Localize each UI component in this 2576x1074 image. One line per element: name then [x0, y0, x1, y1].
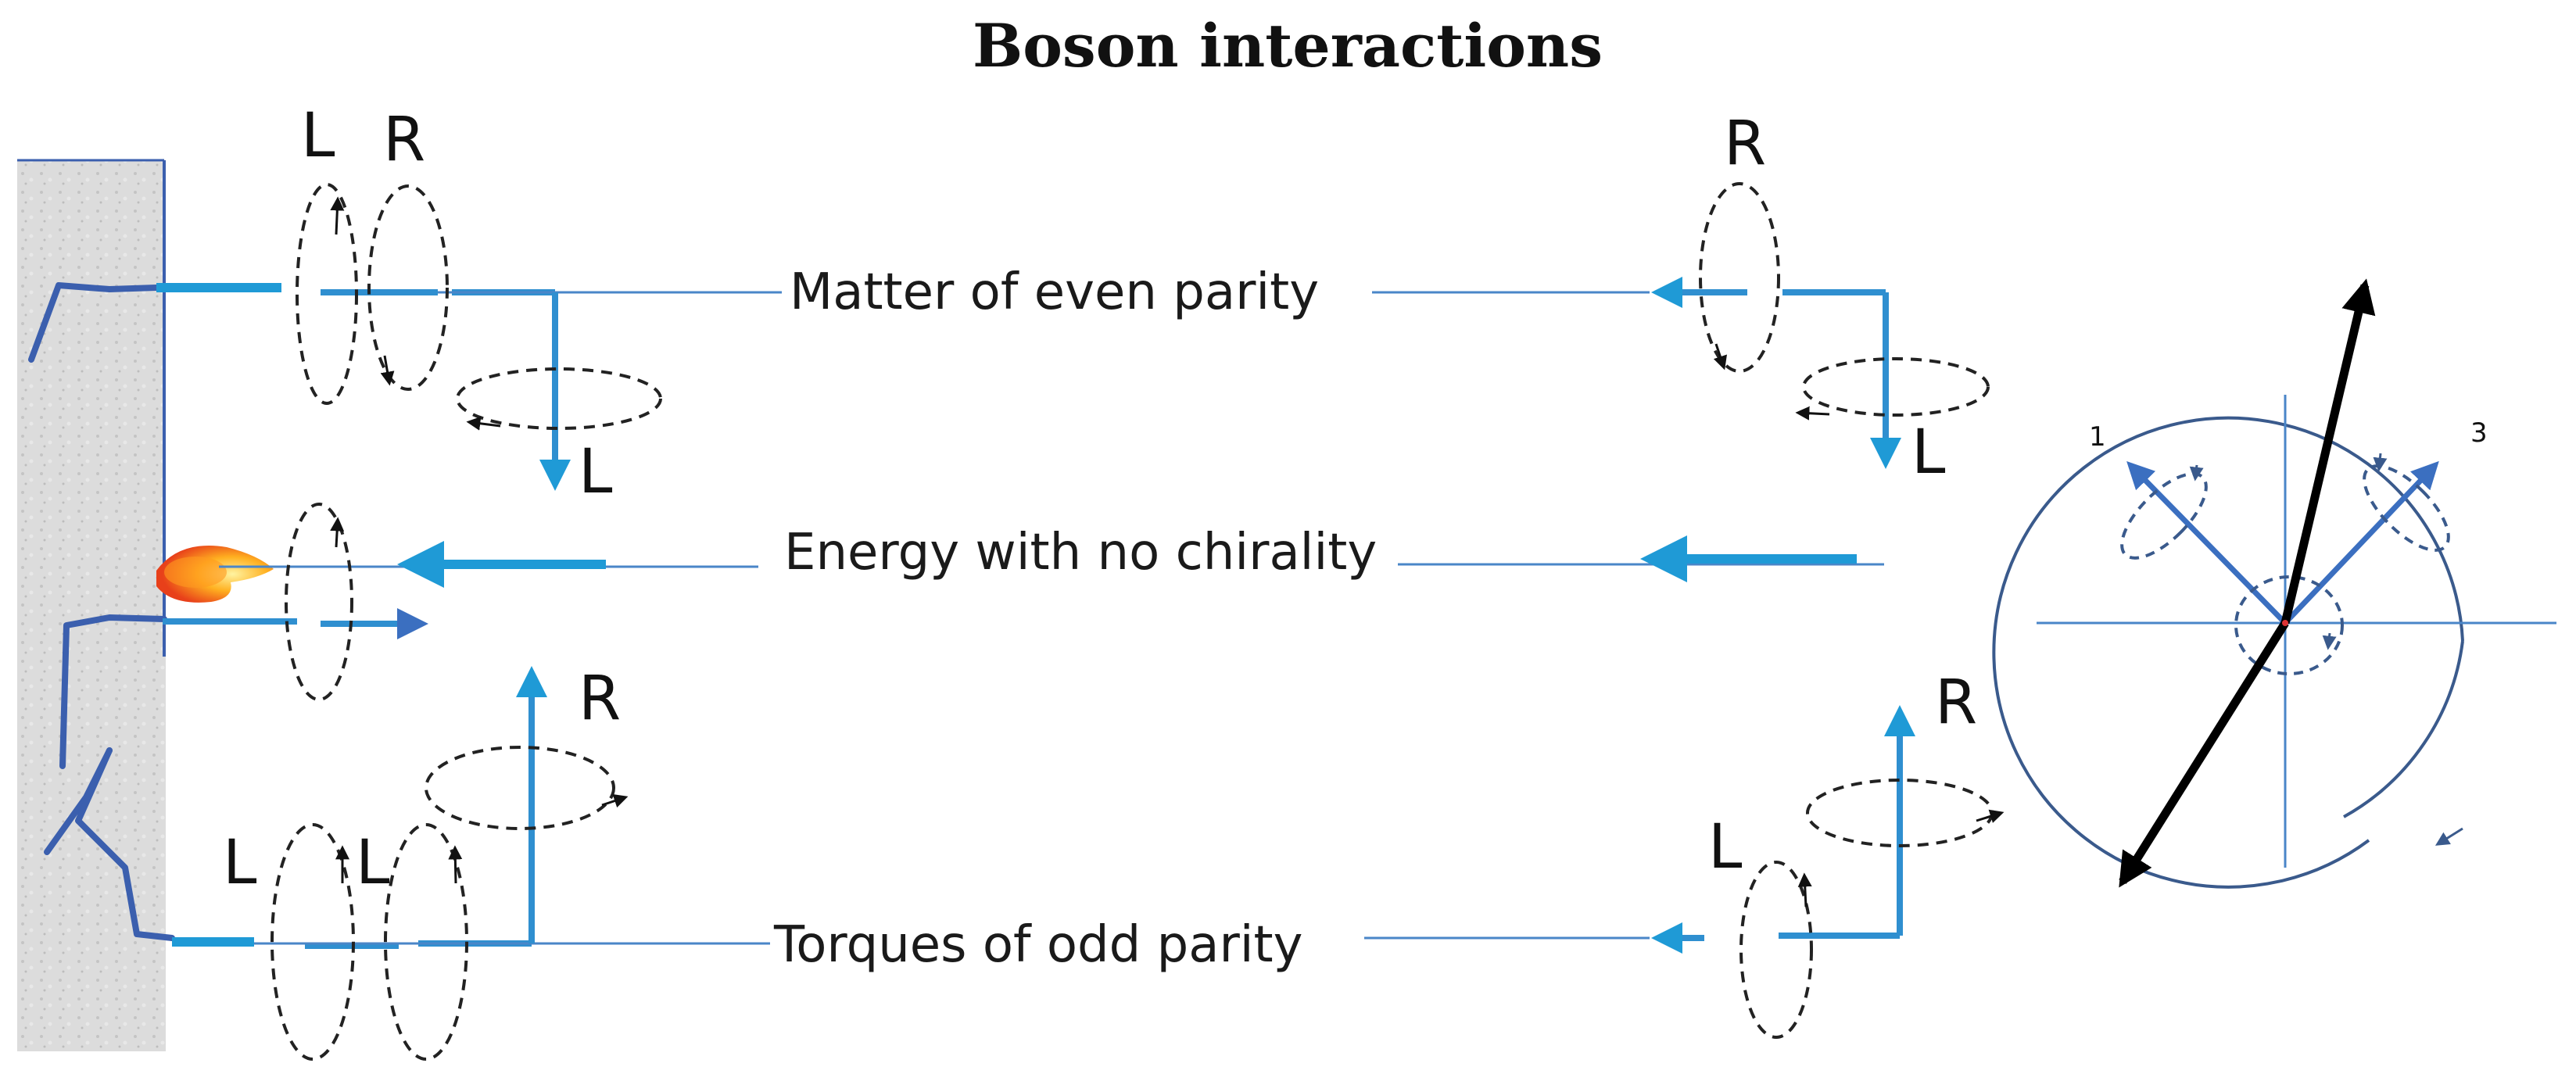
even-spin-L-label: L [579, 437, 613, 507]
odd-parity-caption: Torques of odd parity [773, 916, 1303, 974]
energy-row: Energy with no chirality [163, 503, 1884, 701]
odd-spin-R-label: R [579, 664, 621, 734]
diagram-title: Boson interactions [973, 11, 1603, 81]
even-right-R-label: R [1724, 109, 1766, 179]
odd-left-L-label-2: L [356, 828, 390, 898]
fire-icon [156, 546, 274, 603]
clock-label-3: 3 [2470, 417, 2488, 449]
energy-caption: Energy with no chirality [784, 524, 1377, 582]
even-parity-caption: Matter of even parity [790, 263, 1319, 321]
odd-right-R-label: R [1935, 668, 1977, 738]
even-parity-row: L R L Matter of even parity R L [156, 101, 1990, 507]
clock-label-1: 1 [2089, 421, 2106, 453]
odd-right-L-label: L [1708, 812, 1743, 882]
odd-left-L-label-1: L [223, 828, 257, 898]
rotation-circle: 1 3 [1992, 278, 2556, 889]
odd-parity-row: L L R Torques of odd parity L R [172, 664, 2005, 1061]
even-left-R-label: R [383, 105, 425, 175]
even-right-L-label: L [1911, 417, 1946, 488]
stone-wall [17, 159, 175, 1051]
even-left-L-label: L [301, 101, 335, 171]
